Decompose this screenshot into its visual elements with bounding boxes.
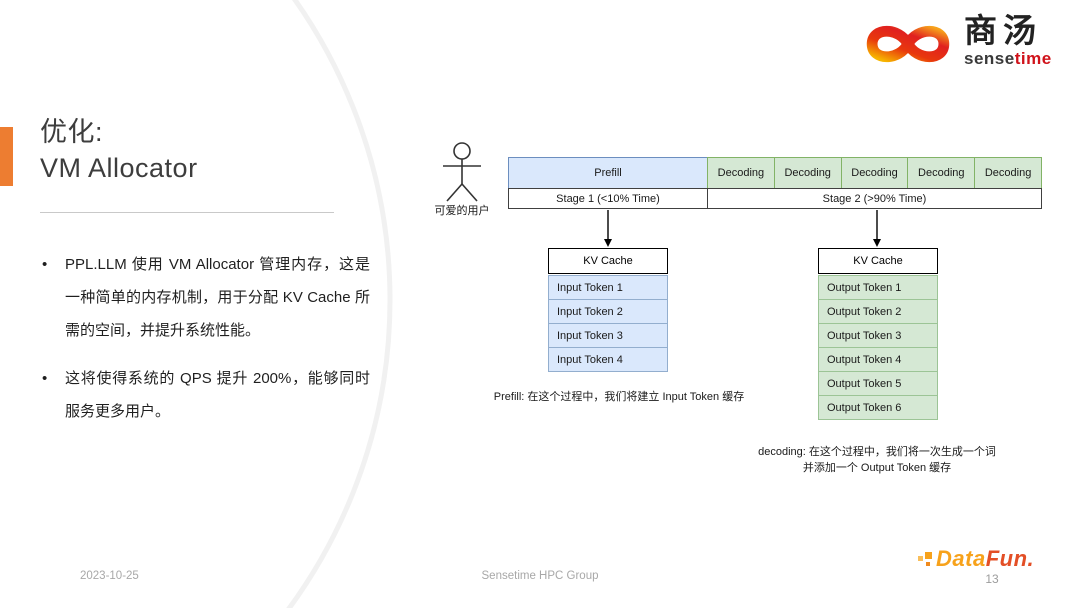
prefill-caption: Prefill: 在这个过程中，我们将建立 Input Token 缓存 [493,391,745,403]
decoding-cell-3: Decoding [840,157,909,189]
footer-date: 2023-10-25 [80,570,139,582]
kv-table-rows: Input Token 1 Input Token 2 Input Token … [548,275,668,372]
decoding-cell-1: Decoding [707,157,775,189]
table-row: Output Token 2 [818,299,938,324]
page-title-line1: 优化: [40,117,104,147]
stage2-cell: Stage 2 (>90% Time) [707,188,1042,209]
kv-table-header: KV Cache [548,248,668,274]
table-row: Input Token 1 [548,275,668,300]
prefill-cell: Prefill [508,157,708,189]
table-row: Output Token 1 [818,275,938,300]
sensetime-infinity-icon [866,25,950,63]
page-number: 13 [985,572,999,586]
kv-table-rows: Output Token 1 Output Token 2 Output Tok… [818,275,938,420]
kv-cache-table-input: KV Cache Input Token 1 Input Token 2 Inp… [548,248,668,372]
bullet-text-1: PPL.LLM 使用 VM Allocator 管理内存，这是一种简单的内存机制… [65,256,370,339]
decoding-caption-line2: 并添加一个 Output Token 缓存 [802,462,952,474]
table-row: Input Token 4 [548,347,668,372]
table-row: Output Token 6 [818,395,938,420]
sensetime-cn-text: 商汤 [964,12,1042,49]
page-title-line2: VM Allocator [40,153,198,183]
bullet-text-2: 这将使得系统的 QPS 提升 200%，能够同时服务更多用户。 [65,370,370,420]
stage1-cell: Stage 1 (<10% Time) [508,188,708,209]
bullet-marker: • [42,370,48,387]
page-title: 优化: VM Allocator [40,114,198,186]
title-accent-bar [0,127,13,186]
table-row: Output Token 4 [818,347,938,372]
footer-group-name: Sensetime HPC Group [481,570,599,582]
table-row: Input Token 3 [548,323,668,348]
title-divider [40,212,334,213]
table-row: Output Token 3 [818,323,938,348]
decoding-cell-4: Decoding [907,157,976,189]
datafun-wordmark: DataFun. [936,546,1035,571]
kv-cache-table-output: KV Cache Output Token 1 Output Token 2 O… [818,248,938,420]
decoding-caption: decoding: 在这个过程中，我们将一次生成一个词 并添加一个 Output… [727,444,1027,476]
kv-table-header: KV Cache [818,248,938,274]
decoding-cell-2: Decoding [773,157,842,189]
stage-row: Stage 1 (<10% Time) Stage 2 (>90% Time) [508,188,1042,209]
table-row: Output Token 5 [818,371,938,396]
sensetime-en-text: sensetime [964,49,1052,68]
bullet-item-1: • PPL.LLM 使用 VM Allocator 管理内存，这是一种简单的内存… [40,248,370,347]
bullet-marker: • [42,256,48,273]
user-stick-figure-icon [443,142,481,202]
bullet-item-2: • 这将使得系统的 QPS 提升 200%，能够同时服务更多用户。 [40,362,370,428]
pipeline-bar: Prefill Decoding Decoding Decoding Decod… [508,157,1042,189]
decoding-caption-line1: decoding: 在这个过程中，我们将一次生成一个词 [758,446,996,458]
sensetime-wordmark: 商汤 sensetime [964,12,1052,67]
datafun-logo: DataFun. [916,546,1034,572]
table-row: Input Token 2 [548,299,668,324]
user-label: 可爱的用户 [434,205,490,217]
datafun-dots-icon [916,550,934,568]
decoding-cell-5: Decoding [974,157,1042,189]
sensetime-logo: 商汤 sensetime [862,12,1052,70]
bullet-list: • PPL.LLM 使用 VM Allocator 管理内存，这是一种简单的内存… [40,248,370,443]
